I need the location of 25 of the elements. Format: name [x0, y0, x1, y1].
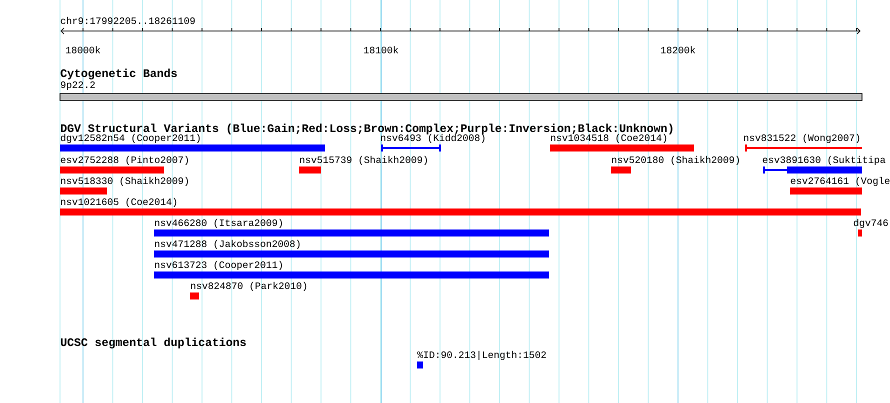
variant-label: nsv518330 (Shaikh2009) [61, 176, 188, 186]
duplication-label: %ID:90.213|Length:1502 [417, 350, 546, 360]
variant-label: nsv1034518 (Coe2014) [551, 134, 666, 144]
variant-label: nsv1021605 (Coe2014) [61, 198, 176, 208]
variant-label: nsv831522 (Wong2007) [744, 134, 860, 144]
variant-label: nsv520180 (Shaikh2009) [612, 156, 739, 166]
track-title: DGV Structural Variants (Blue:Gain;Red:Loss;Brown:Complex;Purple:Inversion;Black:Unknown) [60, 124, 672, 134]
variant-label: nsv515739 (Shaikh2009) [300, 156, 427, 166]
variant-label: esv2752288 (Pinto2007) [60, 156, 188, 166]
position-label: chr9:17992205..18261109 [60, 16, 195, 24]
tick-label: 18200k [661, 46, 696, 54]
track-title: Cytogenetic Bands [60, 68, 177, 80]
variant-label: dgv746 [854, 218, 888, 228]
variant-label: nsv824870 (Park2010) [191, 282, 306, 292]
variant-label: dgv12582n54 (Cooper2011) [60, 134, 200, 144]
tick-label: 18000k [66, 46, 100, 54]
variant-label: nsv466280 (Itsara2009) [155, 218, 282, 228]
tick-label: 18100k [364, 46, 398, 54]
variant-label: esv3891630 (Suktitipa [762, 156, 886, 166]
variant-label: nsv471288 (Jakobsson2008) [155, 240, 300, 250]
variant-label: nsv6493 (Kidd2008) [381, 134, 484, 144]
variant-label: esv2764161 (Vogle [790, 176, 890, 186]
track-title: UCSC segmental duplications [60, 338, 246, 348]
variant-label: nsv613723 (Cooper2011) [155, 260, 282, 270]
band-label: 9p22.2 [60, 81, 95, 90]
